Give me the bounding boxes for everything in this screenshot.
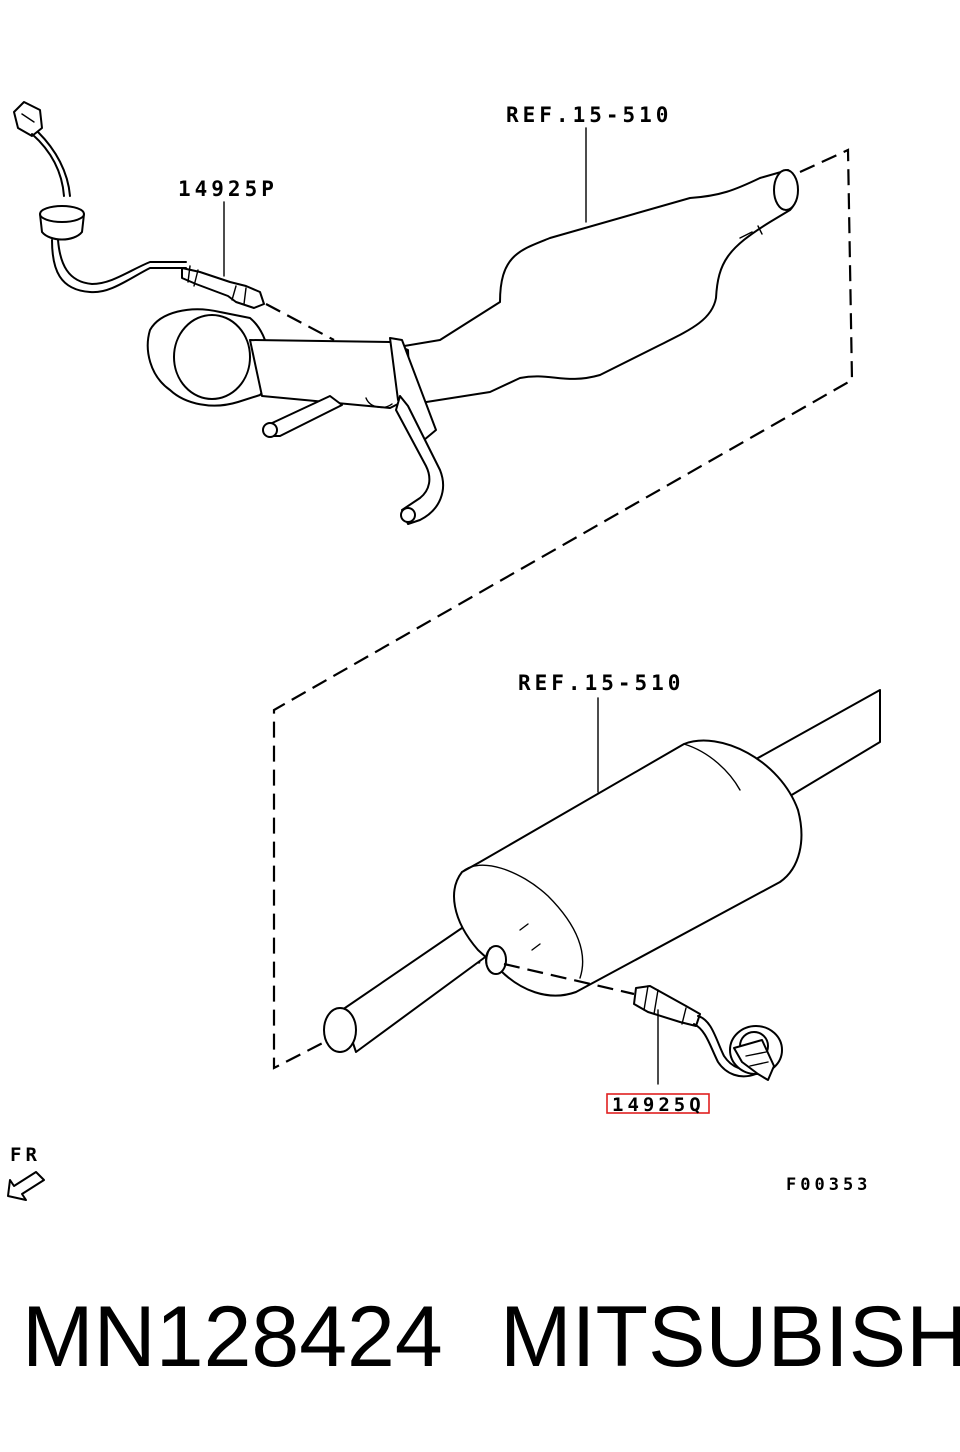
lower-oxygen-sensor	[633, 985, 783, 1081]
ref-label-lower: REF.15-510	[518, 671, 684, 695]
direction-indicator: FR	[7, 1144, 45, 1201]
ref-label-upper: REF.15-510	[506, 103, 672, 127]
part-label-lower-highlighted[interactable]: 14925Q	[606, 1093, 710, 1116]
center-muffler	[323, 689, 881, 1053]
section-boundary	[272, 148, 854, 1070]
catalytic-converter	[319, 169, 799, 404]
part-number: MN128424	[22, 1289, 443, 1385]
part-label-lower[interactable]: 14925Q	[612, 1094, 705, 1116]
lower-leader-lines	[503, 697, 659, 1085]
brand-name: MITSUBISHI	[500, 1289, 960, 1385]
front-pipe-flange	[146, 308, 445, 525]
figure-code: F00353	[786, 1175, 871, 1195]
upper-oxygen-sensor	[13, 101, 265, 309]
highlight-box	[606, 1093, 710, 1114]
direction-label: FR	[10, 1144, 41, 1166]
part-label-upper: 14925P	[178, 177, 278, 201]
front-arrow-icon	[7, 1171, 45, 1201]
upper-leader-lines	[223, 127, 587, 341]
